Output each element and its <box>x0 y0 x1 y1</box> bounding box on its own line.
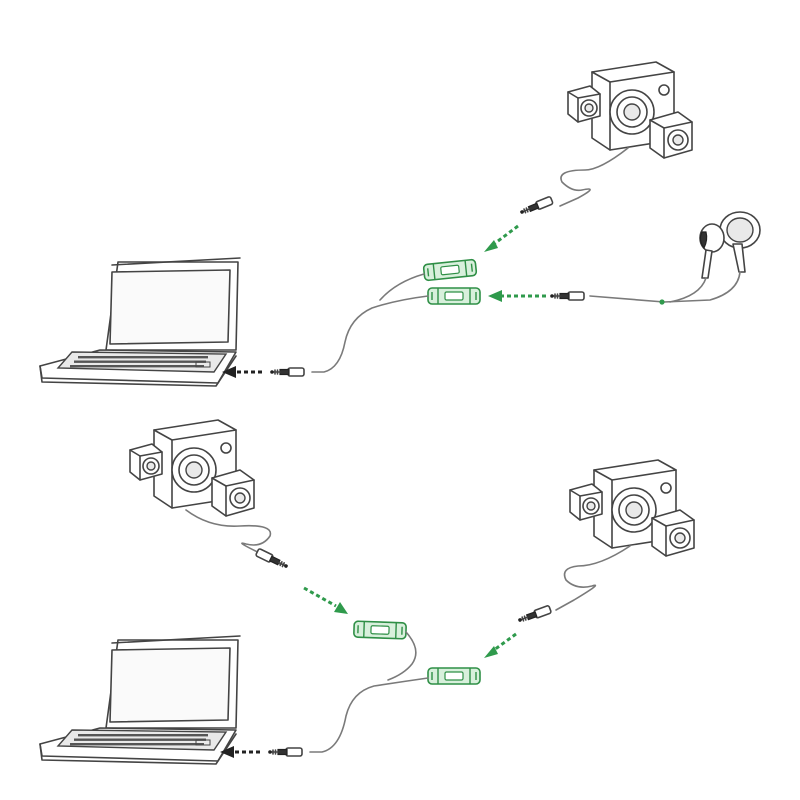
speaker-set-icon <box>129 419 255 517</box>
earphone-icon <box>699 211 761 279</box>
splitter-socket-icon <box>427 667 481 685</box>
audio-jack-icon <box>549 291 585 301</box>
speaker-cable <box>559 147 629 207</box>
splitter-cable <box>311 273 429 373</box>
laptop-icon <box>39 257 241 387</box>
audio-jack-icon <box>269 367 305 377</box>
audio-jack-icon <box>516 604 553 626</box>
arrow-icon <box>484 632 517 658</box>
laptop-icon <box>39 635 241 765</box>
splitter-socket-icon <box>427 287 481 305</box>
arrow-icon <box>488 290 546 302</box>
arrow-icon <box>222 366 262 378</box>
arrow-icon <box>484 224 519 252</box>
splitter-cable <box>309 631 429 753</box>
splitter-socket-icon <box>422 258 478 282</box>
scene-bottom <box>39 419 695 765</box>
speaker-set-icon <box>569 459 695 557</box>
splitter-socket-icon <box>352 620 408 640</box>
scene-top <box>39 61 761 387</box>
audio-jack-icon <box>518 195 554 218</box>
speaker-set-icon <box>567 61 693 159</box>
audio-jack-icon <box>254 547 291 572</box>
earphone-cable <box>589 271 741 303</box>
arrow-icon <box>303 586 348 614</box>
audio-jack-icon <box>267 747 303 757</box>
arrow-icon <box>220 746 260 758</box>
speaker-cable <box>185 509 281 565</box>
speaker-cable <box>555 545 631 611</box>
